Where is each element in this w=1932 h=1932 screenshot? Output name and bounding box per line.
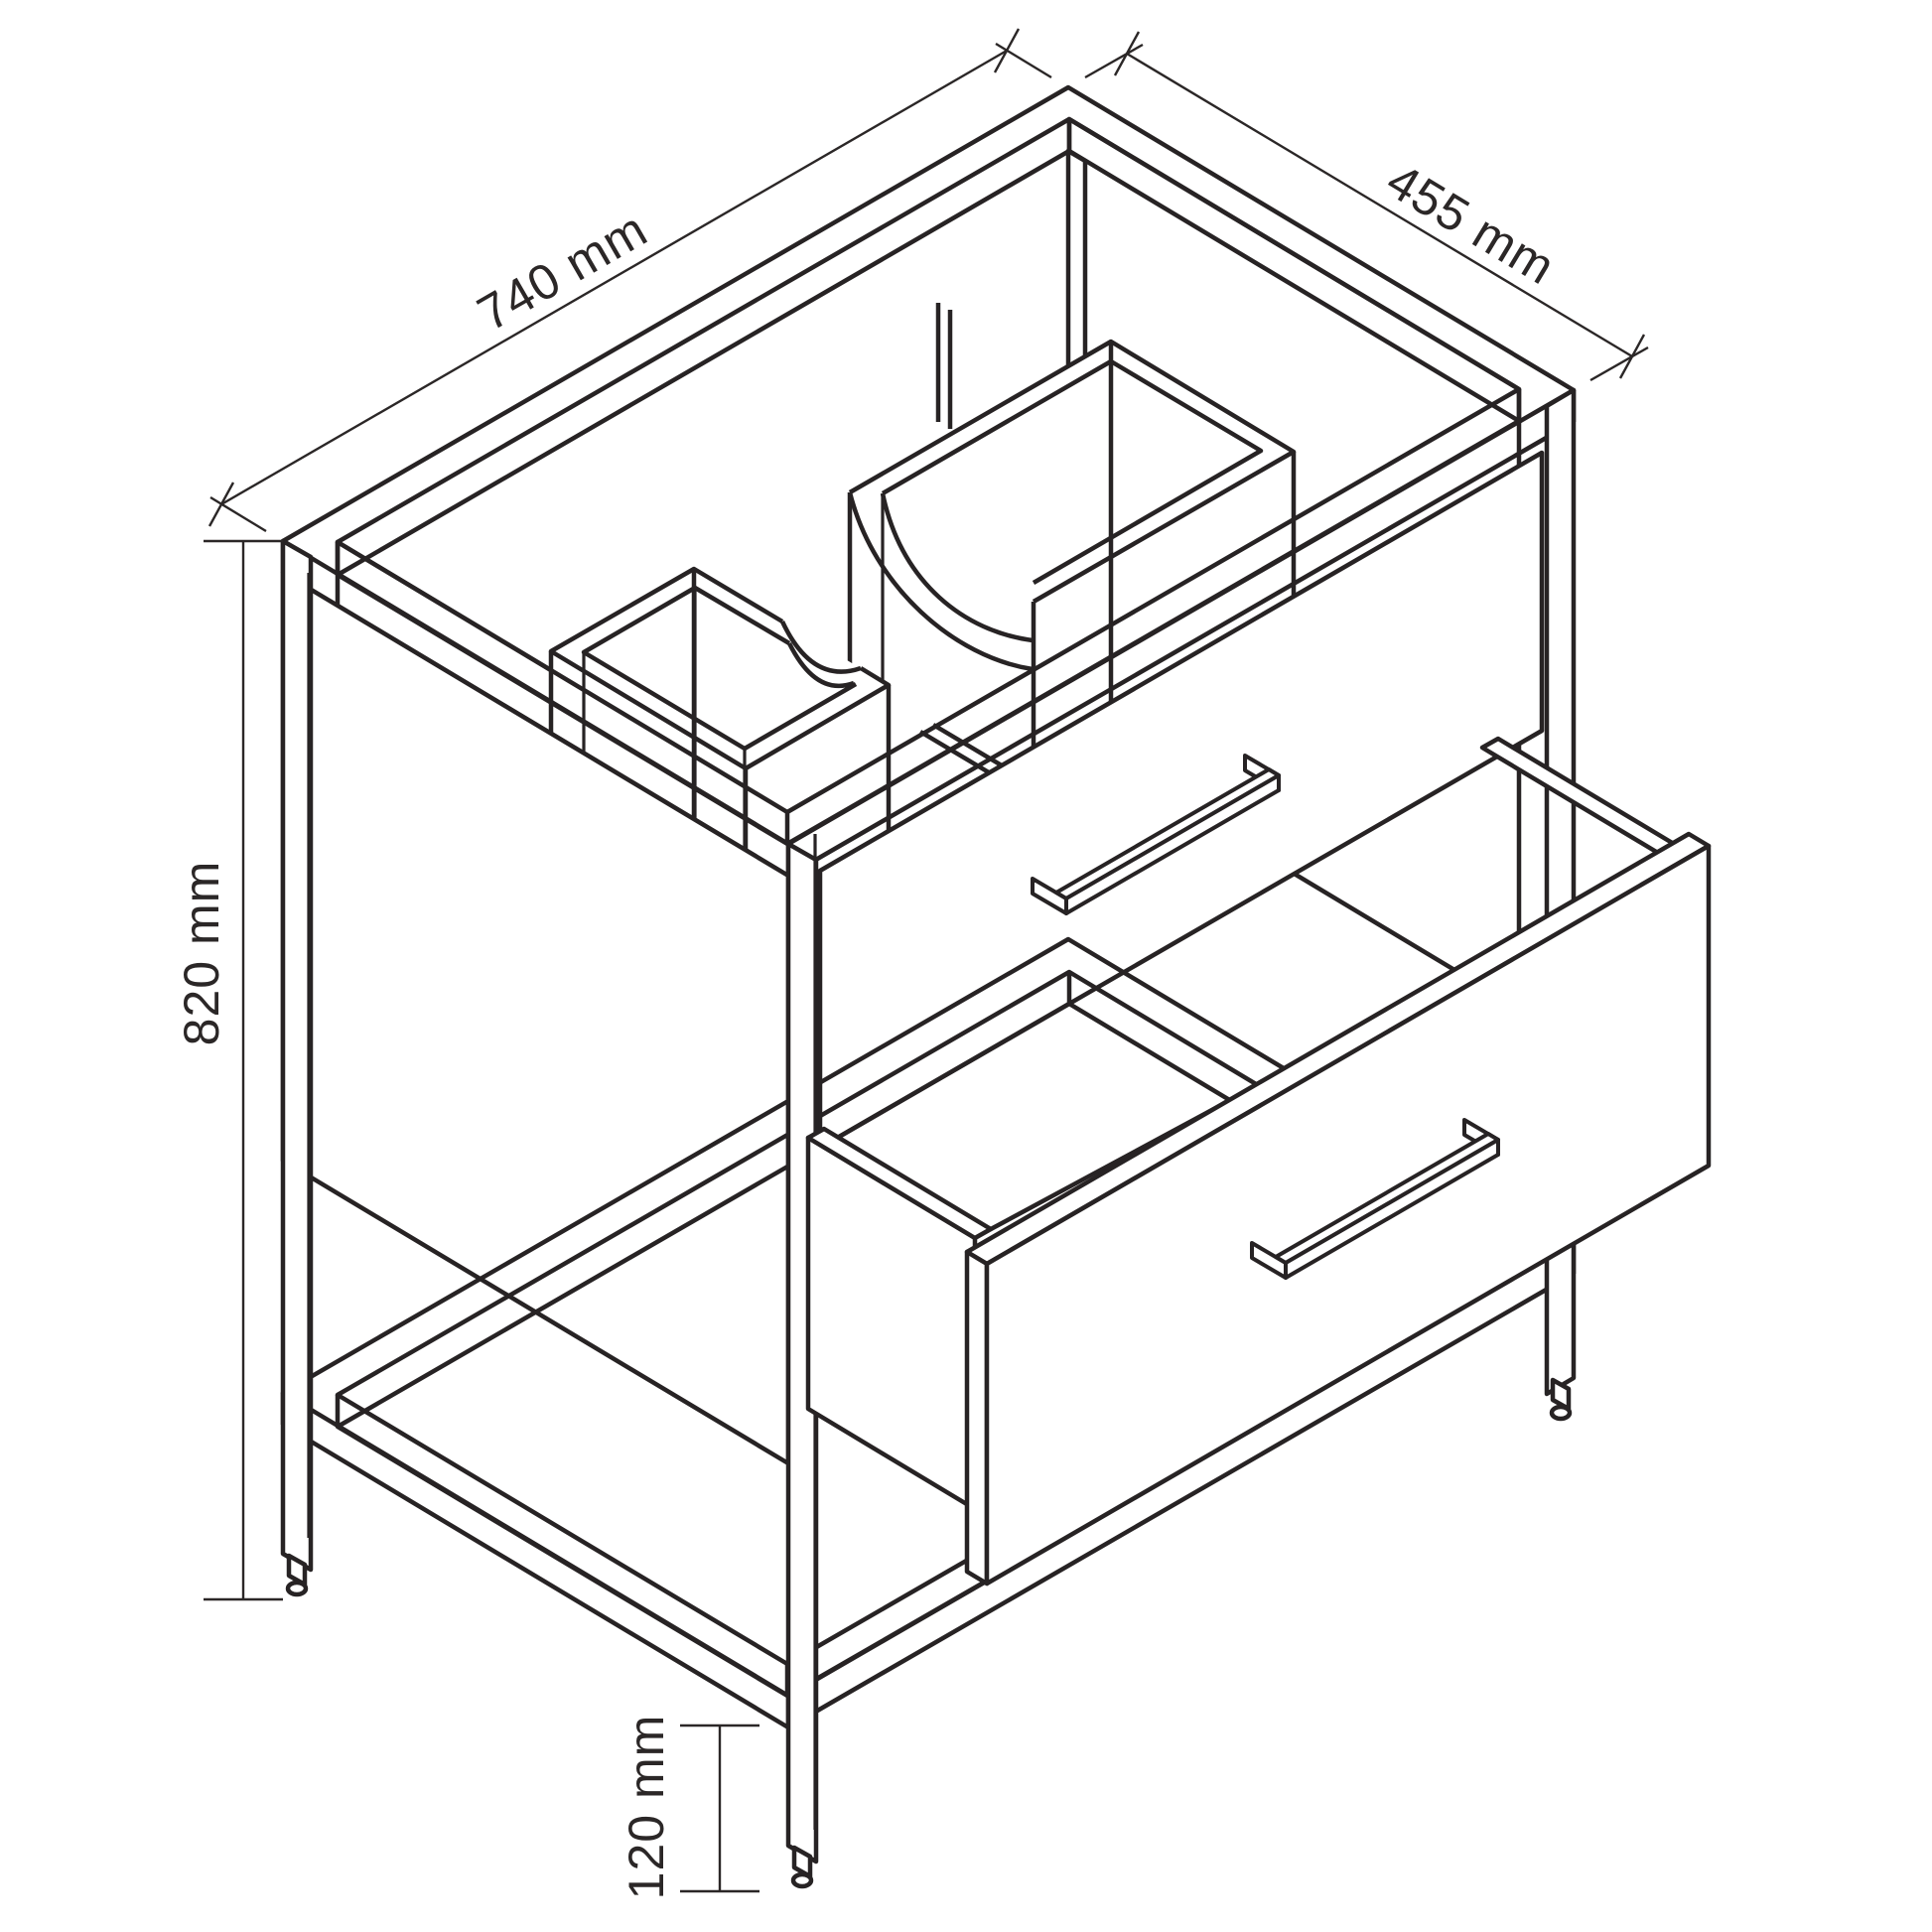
interior-divider-edge	[935, 303, 953, 429]
box-large-inner-rim	[881, 358, 1264, 585]
siphon-cutout-curve	[847, 491, 1034, 672]
drawer-box-left-wall	[805, 1135, 978, 1512]
compartment-partition	[918, 723, 1015, 896]
top-frame-corner-edges	[335, 119, 1522, 844]
tick-marks	[1113, 31, 1646, 379]
depth-dimension-label: 455 mm	[1377, 152, 1565, 295]
tick-marks	[207, 28, 1021, 527]
tick-marks	[204, 539, 283, 1601]
box-small-cutout-curve-inner	[786, 641, 855, 689]
handle-bar-front	[1064, 773, 1281, 915]
open-bottom-drawer	[805, 736, 1712, 1587]
top-drawer-front	[817, 450, 1545, 1151]
height-dimension-label: 820 mm	[174, 861, 229, 1046]
front-foot-pad	[790, 1871, 814, 1889]
box-large-outer-rim	[848, 339, 1297, 604]
tick-marks	[680, 1724, 759, 1893]
front-leg	[785, 834, 819, 1889]
stretcher-corner-edges	[335, 972, 1522, 1696]
drawer-front-left-end	[964, 1249, 990, 1587]
top-drawer-handle	[1031, 754, 1281, 915]
extension-lines	[209, 42, 1052, 533]
width-dimension-label: 740 mm	[469, 201, 657, 342]
right-foot-pad	[1549, 1404, 1573, 1422]
box-small-cutout-curve	[779, 621, 862, 674]
left-foot-pad	[285, 1580, 309, 1597]
top-drawer	[817, 450, 1545, 1151]
dimension-line	[220, 49, 1008, 506]
dimension-height: 820 mm	[174, 539, 283, 1601]
dimension-foot-clearance: 120 mm	[619, 1715, 759, 1900]
foot-clearance-label: 120 mm	[619, 1715, 674, 1900]
handle-bar-front	[1284, 1138, 1500, 1280]
left-leg	[280, 538, 314, 1597]
dimension-line	[1126, 52, 1633, 358]
box-small-inner-rim	[581, 585, 858, 751]
siphon-cutout-curve-inner	[880, 492, 1034, 643]
bottom-drawer-handle	[1250, 1118, 1500, 1280]
extension-lines	[1084, 43, 1649, 382]
